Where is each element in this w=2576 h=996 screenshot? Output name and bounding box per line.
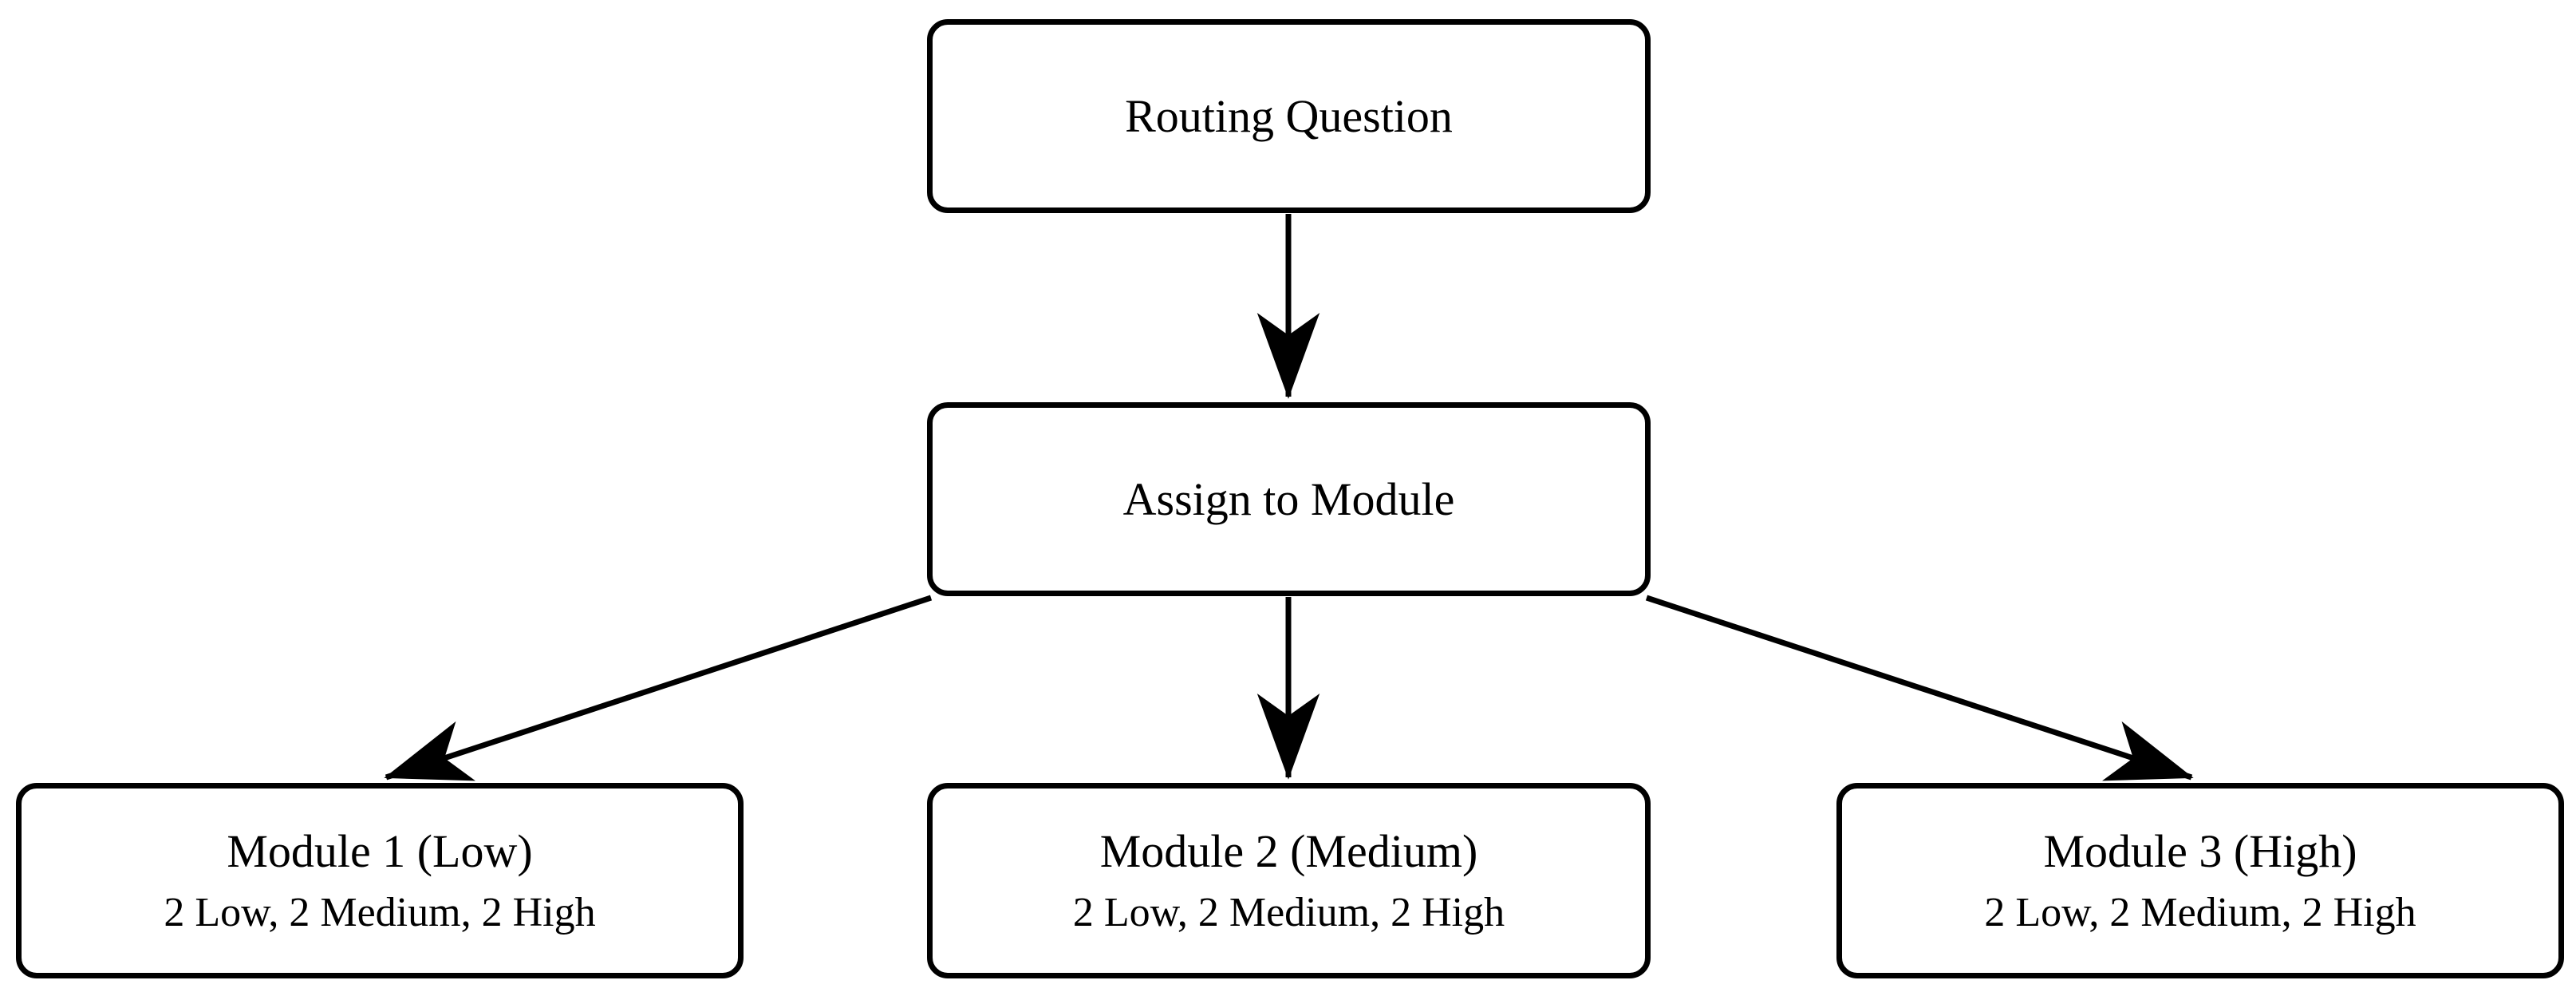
node-module-2-subtitle: 2 Low, 2 Medium, 2 High xyxy=(1072,889,1505,935)
node-assign-module[interactable]: Assign to Module xyxy=(927,402,1651,596)
node-module-3-subtitle: 2 Low, 2 Medium, 2 High xyxy=(1984,889,2416,935)
node-module-3[interactable]: Module 3 (High) 2 Low, 2 Medium, 2 High xyxy=(1836,783,2564,978)
node-module-2-title: Module 2 (Medium) xyxy=(1099,824,1478,877)
node-routing-question-title: Routing Question xyxy=(1125,89,1453,142)
node-module-1[interactable]: Module 1 (Low) 2 Low, 2 Medium, 2 High xyxy=(16,783,744,978)
node-module-3-title: Module 3 (High) xyxy=(2043,824,2357,877)
node-routing-question[interactable]: Routing Question xyxy=(927,19,1651,213)
edge-assign-to-module-3 xyxy=(1645,595,2194,781)
node-module-1-title: Module 1 (Low) xyxy=(227,824,533,877)
node-assign-module-title: Assign to Module xyxy=(1122,472,1455,525)
node-module-2[interactable]: Module 2 (Medium) 2 Low, 2 Medium, 2 Hig… xyxy=(927,783,1651,978)
edge-assign-to-module-1 xyxy=(384,595,933,781)
node-module-1-subtitle: 2 Low, 2 Medium, 2 High xyxy=(164,889,596,935)
